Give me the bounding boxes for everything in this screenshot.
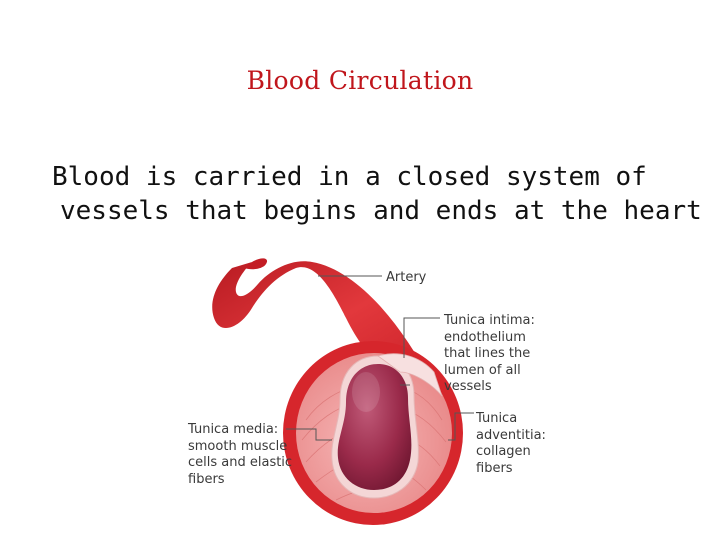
tunica-media-label: Tunica media: smooth muscle cells and el…: [188, 422, 292, 488]
lumen-highlight: [352, 372, 380, 412]
media-label-line: cells and elastic: [188, 455, 293, 470]
slide-subtitle: Blood is carried in a closed system of v…: [52, 160, 702, 228]
media-label-line: Tunica media:: [188, 422, 279, 437]
media-leader: [286, 428, 332, 441]
artery-tail-tip: [244, 258, 268, 270]
tunica-adventitia-label: Tunica adventitia: collagen fibers: [476, 411, 546, 477]
slide-title: Blood Circulation: [246, 66, 474, 95]
intima-leader: [403, 317, 440, 358]
intima-label-line: that lines the: [444, 346, 531, 361]
intima-label-line: endothelium: [444, 329, 526, 345]
adventitia-label-line: adventitia:: [476, 427, 546, 443]
intima-label-line: lumen of all: [444, 362, 521, 378]
adventitia-label-line: collagen: [476, 444, 531, 459]
intima-label-line: Tunica intima:: [444, 313, 535, 328]
artery-label: Artery: [386, 270, 427, 285]
adventitia-leader: [448, 412, 474, 441]
intima-collar: [377, 353, 443, 397]
lumen: [337, 364, 412, 490]
intima-label-line: vessels: [444, 379, 492, 394]
media-label-line: fibers: [188, 471, 225, 487]
media-label-line: smooth muscle: [188, 438, 288, 454]
adventitia-label-line: fibers: [476, 460, 513, 476]
tunica-intima-label: Tunica intima: endothelium that lines th…: [444, 313, 535, 396]
subtitle-line-1: Blood is carried in a closed system of: [52, 162, 647, 192]
leader-lines: [286, 275, 474, 441]
adventitia-label-line: Tunica: [476, 411, 518, 426]
subtitle-line-2: vessels that begins and ends at the hear…: [60, 196, 702, 226]
